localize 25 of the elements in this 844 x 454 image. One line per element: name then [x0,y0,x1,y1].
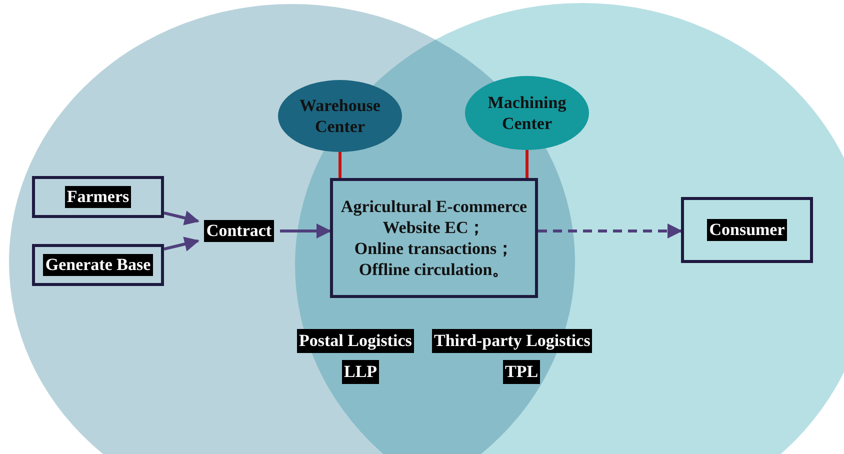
node-label: Contract [204,220,274,242]
logistics-label: LLP [342,360,380,384]
arrow [280,224,332,238]
process-box [330,178,538,298]
ellipse-node [278,80,402,152]
connector-line [338,152,342,178]
node-text: Machining Center [486,92,568,134]
node-text: Offline circulation。 [358,259,510,280]
connector-line [526,150,528,178]
logistics-label: Postal Logistics [297,329,414,353]
arrow [164,210,200,226]
node-text: Online transactions； [354,238,514,260]
logistics-label: Third-party Logistics [432,329,592,353]
node-label: Generate Base [43,254,153,276]
logistics-label: TPL [503,360,540,384]
arrow [164,236,200,252]
arrow [538,224,682,238]
node-text: Warehouse Center [298,94,382,138]
process-box [32,244,164,286]
node-label: Consumer [707,218,787,242]
node-text: Agricultural E-commerce Website EC； [340,196,528,238]
node-label: Farmers [64,186,132,208]
process-box [681,197,813,263]
ellipse-node [465,76,589,150]
process-box [32,176,164,218]
